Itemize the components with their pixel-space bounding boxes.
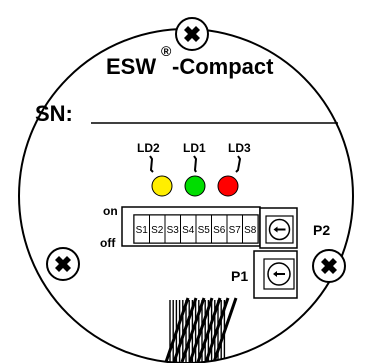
dip-switch-label: S2 bbox=[151, 225, 164, 236]
dip-switch-s1[interactable]: S1 bbox=[133, 214, 150, 244]
dip-switch-label: S4 bbox=[182, 225, 195, 236]
led-label-ld3: LD3 bbox=[228, 141, 251, 155]
led-lead-ld1 bbox=[193, 155, 198, 173]
pot-p2-icon bbox=[268, 218, 291, 241]
dip-switch-cell[interactable] bbox=[242, 214, 259, 244]
dip-switch-s2[interactable]: S2 bbox=[149, 214, 166, 244]
hatch-diagonal bbox=[164, 297, 190, 363]
pot-p2: P2 bbox=[259, 207, 330, 249]
dip-switch-s8[interactable]: S8 bbox=[242, 214, 259, 244]
dip-switch-s6[interactable]: S6 bbox=[211, 214, 228, 244]
dip-off-label: off bbox=[100, 236, 116, 250]
dip-switch-s3[interactable]: S3 bbox=[164, 214, 181, 244]
led-lead-ld2 bbox=[149, 155, 154, 173]
dip-switch-label: S6 bbox=[213, 225, 226, 236]
led-ld1: LD1 bbox=[183, 141, 206, 197]
serial-label: SN: bbox=[35, 101, 73, 126]
pot-p1: P1 bbox=[231, 250, 298, 299]
led-label-ld1: LD1 bbox=[183, 141, 206, 155]
title-suffix: -Compact bbox=[172, 54, 274, 79]
screw-right-icon bbox=[312, 249, 346, 283]
led-ld3-light bbox=[217, 175, 239, 197]
hatch-diagonal bbox=[172, 297, 198, 363]
hatch-diagonal bbox=[180, 297, 206, 363]
dip-switch-s4[interactable]: S4 bbox=[180, 214, 197, 244]
pot-p1-icon bbox=[267, 262, 291, 286]
pot-p2-label: P2 bbox=[313, 222, 330, 238]
dip-switch-label: S3 bbox=[167, 225, 180, 236]
dip-switch-s7[interactable]: S7 bbox=[226, 214, 243, 244]
hatch-diagonal bbox=[204, 297, 230, 363]
screw-top-icon bbox=[175, 17, 209, 51]
led-label-ld2: LD2 bbox=[137, 141, 160, 155]
dip-switch-label: S7 bbox=[229, 225, 242, 236]
dip-switch-label: S1 bbox=[136, 225, 149, 236]
cable-gland-icon bbox=[164, 297, 238, 363]
dip-on-label: on bbox=[103, 204, 118, 218]
led-ld2-light bbox=[151, 175, 173, 197]
led-lead-ld3 bbox=[235, 155, 242, 173]
dip-switch-label: S8 bbox=[244, 225, 257, 236]
hatch-diagonal bbox=[196, 297, 222, 363]
title-registered-mark: ® bbox=[161, 43, 172, 59]
led-ld1-light bbox=[184, 175, 206, 197]
hatch-diagonal bbox=[212, 297, 238, 363]
dip-switch-label: S5 bbox=[198, 225, 211, 236]
screw-left-icon bbox=[46, 247, 80, 281]
led-ld2: LD2 bbox=[137, 141, 173, 197]
title-brand: ESW bbox=[106, 54, 156, 79]
led-ld3: LD3 bbox=[217, 141, 251, 197]
hatch-diagonal bbox=[188, 297, 214, 363]
pot-p1-label: P1 bbox=[231, 268, 248, 284]
dip-switch-s5[interactable]: S5 bbox=[195, 214, 212, 244]
